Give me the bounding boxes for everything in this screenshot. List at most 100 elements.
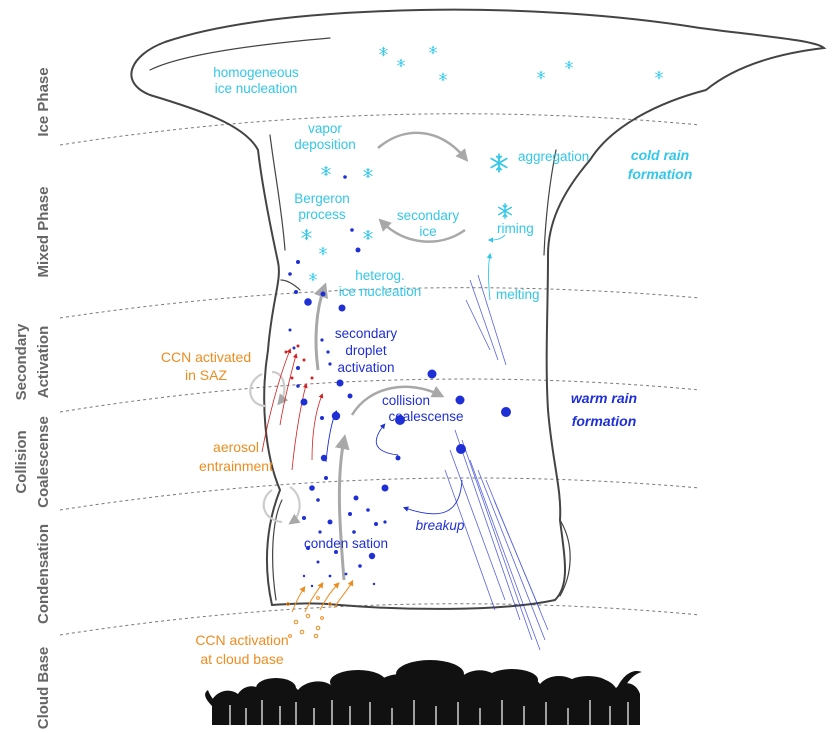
- snowflake-icon: [430, 46, 437, 54]
- label-secondary-droplet-3: activation: [337, 360, 394, 375]
- label-secondary-droplet-1: secondary: [335, 326, 398, 341]
- aerosol-particle-icon: [300, 630, 304, 634]
- droplet-icon: [337, 380, 344, 387]
- arrow-entrainment-2: [292, 385, 306, 470]
- droplet-icon: [369, 553, 375, 559]
- label-condensation: conden sation: [304, 536, 388, 551]
- droplet-icon: [352, 530, 356, 534]
- aerosol-particle-icon: [317, 597, 320, 600]
- label-entrainment: entrainment: [199, 458, 273, 474]
- droplet-icon: [428, 370, 437, 379]
- droplet-icon: [382, 485, 389, 492]
- droplet-icon: [318, 530, 321, 533]
- snowflake-icon: [380, 47, 388, 56]
- droplet-icon: [316, 498, 320, 502]
- zone-label-mixed-phase: Mixed Phase: [35, 187, 52, 278]
- arrow-breakup: [405, 480, 462, 514]
- aerosol-particle-icon: [297, 345, 300, 348]
- droplet-icon: [345, 573, 348, 576]
- aerosol-particle-icon: [285, 351, 288, 354]
- aerosol-particle-icon: [294, 620, 298, 624]
- snowflake-icon: [491, 154, 506, 172]
- label-secondary-droplet-2: droplet: [345, 343, 387, 358]
- droplet-icon: [339, 305, 346, 312]
- snowflake-icon: [499, 204, 512, 218]
- droplet-icon: [356, 248, 361, 253]
- droplet-icon: [366, 508, 370, 512]
- droplet-icon: [296, 260, 300, 264]
- liquid-labels: secondary droplet activation collision c…: [304, 326, 637, 551]
- droplet-icon: [348, 512, 352, 516]
- snowflake-icon: [364, 230, 372, 240]
- aerosol-particle-icon: [289, 635, 292, 638]
- label-ccn-activated: CCN activated: [161, 349, 251, 365]
- zone-label-cloud-base: Cloud Base: [35, 647, 52, 730]
- label-melting: melting: [496, 287, 540, 302]
- label-process: process: [298, 207, 346, 222]
- droplet-icon: [289, 329, 292, 332]
- entrained-aerosols: [285, 345, 314, 380]
- label-bergeron: Bergeron: [294, 191, 350, 206]
- label-heterog-nucleation: ice nucleation: [339, 284, 422, 299]
- droplet-icon: [296, 366, 300, 370]
- zone-label-coalescense: Coalescense: [35, 416, 52, 508]
- label-secondary-ice-1: secondary: [397, 208, 460, 223]
- label-cold-rain-formation: formation: [628, 166, 693, 182]
- droplet-icon: [288, 272, 292, 276]
- droplet-icon: [456, 444, 466, 454]
- droplet-icon: [328, 520, 333, 525]
- label-vapor: vapor: [308, 121, 342, 136]
- aerosol-particle-icon: [314, 634, 318, 638]
- snowflake-icon: [538, 71, 545, 79]
- arrow-entrainment-3: [312, 395, 322, 460]
- aerosol-particle-icon: [311, 377, 314, 380]
- snowflake-icon: [322, 166, 330, 176]
- label-ccn-activation: CCN activation: [195, 632, 288, 648]
- aerosol-particle-icon: [316, 626, 320, 630]
- droplet-icon: [326, 350, 329, 353]
- droplet-icon: [311, 585, 313, 587]
- aerosol-particle-icon: [303, 359, 306, 362]
- label-heterog: heterog.: [355, 268, 405, 283]
- droplet-icon: [350, 228, 354, 232]
- droplet-icon: [383, 520, 386, 523]
- label-cold-rain: cold rain: [631, 147, 689, 163]
- droplet-icon: [293, 347, 296, 350]
- droplet-icon: [304, 298, 312, 306]
- zone-label-secondary: Secondary: [13, 323, 30, 400]
- droplet-icon: [321, 292, 326, 297]
- droplet-icon: [396, 456, 401, 461]
- snowflake-icon: [398, 59, 405, 67]
- droplet-icon: [343, 175, 347, 179]
- label-warm-rain-formation: formation: [572, 413, 637, 429]
- droplet-icon: [501, 407, 511, 417]
- zone-label-condensation: Condensation: [35, 524, 52, 624]
- aerosol-particle-icon: [306, 614, 310, 618]
- zone-labels: Ice Phase Mixed Phase Secondary Activati…: [13, 67, 52, 729]
- arrow-vapor-to-aggregation: [378, 133, 465, 158]
- droplet-icon: [321, 455, 327, 461]
- label-warm-rain: warm rain: [571, 390, 637, 406]
- aerosol-particle-icon: [321, 617, 324, 620]
- arrow-coalesce-1: [376, 425, 398, 455]
- snowflake-icon: [656, 71, 663, 79]
- forest-silhouette-icon: [205, 660, 642, 725]
- snowflake-icon: [320, 247, 327, 255]
- zone-label-activation: Activation: [35, 326, 52, 399]
- droplet-icon: [302, 516, 306, 520]
- droplet-icon: [317, 561, 320, 564]
- snowflake-icon: [310, 273, 317, 281]
- droplet-icon: [324, 476, 328, 480]
- label-homogeneous: homogeneous: [213, 65, 299, 80]
- droplet-icon: [309, 485, 315, 491]
- snowflake-icon: [302, 229, 311, 239]
- droplet-icon: [301, 399, 308, 406]
- rain-streaks: [445, 275, 548, 650]
- arrow-updraft-lower: [339, 440, 344, 580]
- label-aerosol: aerosol: [213, 439, 259, 455]
- droplet-icon: [348, 394, 353, 399]
- label-breakup: breakup: [416, 518, 465, 533]
- label-collision: collision: [382, 393, 430, 408]
- label-ice-nucleation-top: ice nucleation: [215, 81, 298, 96]
